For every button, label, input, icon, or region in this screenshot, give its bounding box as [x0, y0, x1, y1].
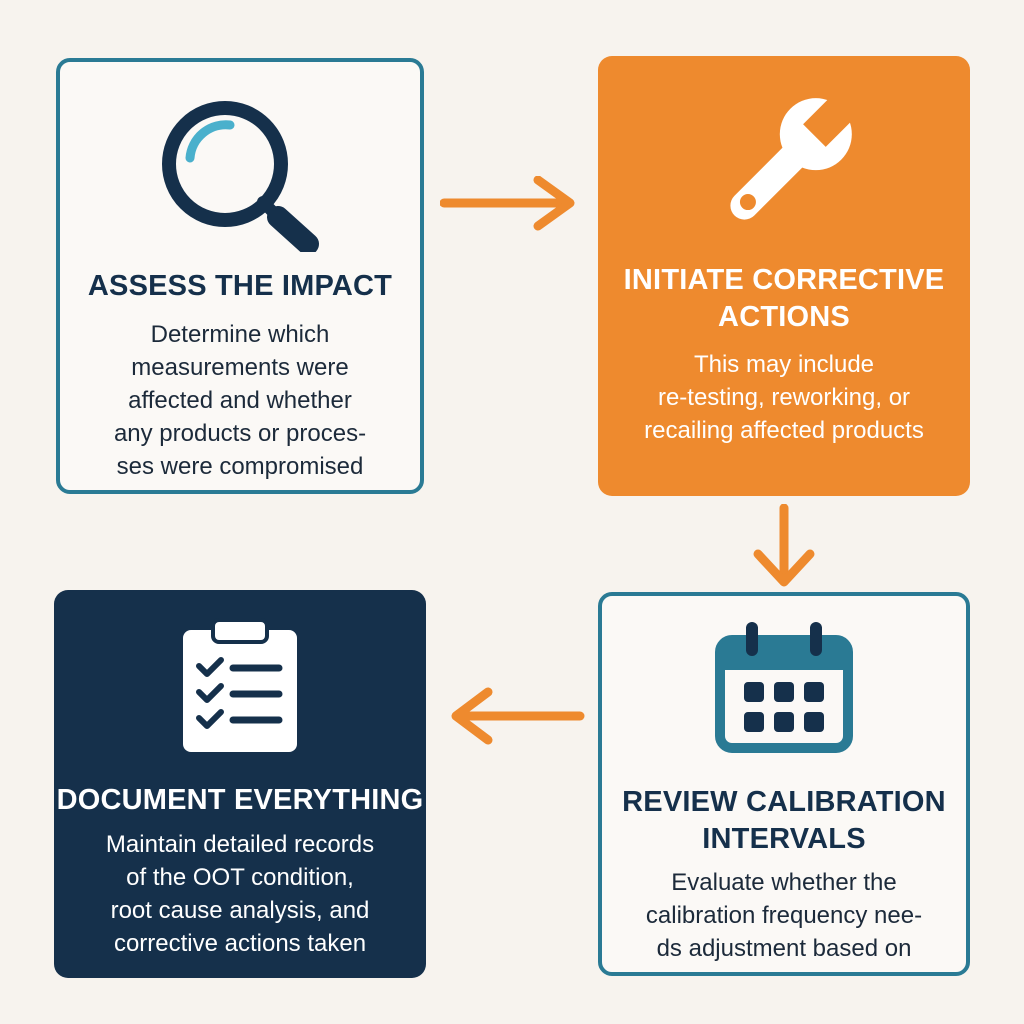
step-description-line: Evaluate whether the — [671, 869, 897, 896]
step-title-line: ACTIONS — [718, 301, 850, 333]
step-card-assess-impact: ASSESS THE IMPACT Determine which measur… — [56, 58, 424, 494]
clipboard-checklist-icon — [175, 616, 305, 761]
magnifying-glass-icon — [150, 92, 330, 257]
step-title-line: INTERVALS — [702, 823, 866, 855]
arrow-right — [439, 175, 580, 241]
step-description-line: corrective actions taken — [113, 930, 367, 957]
calendar-icon — [704, 616, 864, 761]
step-description-line: recailing affected products — [644, 417, 924, 444]
arrow-left — [446, 686, 586, 751]
step-description: Evaluate whether the calibration frequen… — [632, 866, 936, 965]
step-description-line: any products or proces- — [113, 420, 367, 447]
step-card-initiate-corrective-actions: INITIATE CORRECTIVE ACTIONS This may inc… — [598, 56, 970, 496]
step-description-line: Maintain detailed records — [105, 831, 375, 858]
step-title-line: REVIEW CALIBRATION — [622, 786, 946, 818]
step-title: ASSESS THE IMPACT — [60, 268, 420, 305]
step-description-line: of the OOT condition, — [126, 864, 354, 891]
step-title-line: INITIATE CORRECTIVE — [623, 264, 945, 296]
wrench-icon — [699, 86, 869, 251]
step-description-line: calibration frequency nee- — [645, 902, 923, 929]
step-description-line: ses were compromised — [116, 453, 364, 480]
step-description: Maintain detailed records of the OOT con… — [84, 828, 396, 960]
step-title: INITIATE CORRECTIVE ACTIONS — [598, 262, 970, 336]
step-description-line: affected and whether — [128, 387, 352, 414]
step-card-review-calibration-intervals: REVIEW CALIBRATION INTERVALS Evaluate wh… — [598, 592, 970, 976]
step-description-line: measurements were — [131, 354, 349, 381]
step-card-document-everything: DOCUMENT EVERYTHING Maintain detailed re… — [54, 590, 426, 978]
step-description-line: ds adjustment based on — [656, 935, 912, 962]
step-description: Determine which measurements were affect… — [90, 318, 390, 483]
arrow-down — [752, 503, 816, 595]
step-description-line: root cause analysis, and — [110, 897, 370, 924]
step-title-line: DOCUMENT EVERYTHING — [56, 784, 424, 816]
step-title: DOCUMENT EVERYTHING — [54, 782, 426, 819]
step-title-line: ASSESS THE IMPACT — [87, 270, 393, 302]
step-description-line: re-testing, reworking, or — [657, 384, 911, 411]
step-description: This may include re-testing, reworking, … — [628, 348, 940, 447]
step-description-line: This may include — [693, 351, 875, 378]
step-description-line: Determine which — [150, 321, 330, 348]
step-title: REVIEW CALIBRATION INTERVALS — [602, 784, 966, 858]
